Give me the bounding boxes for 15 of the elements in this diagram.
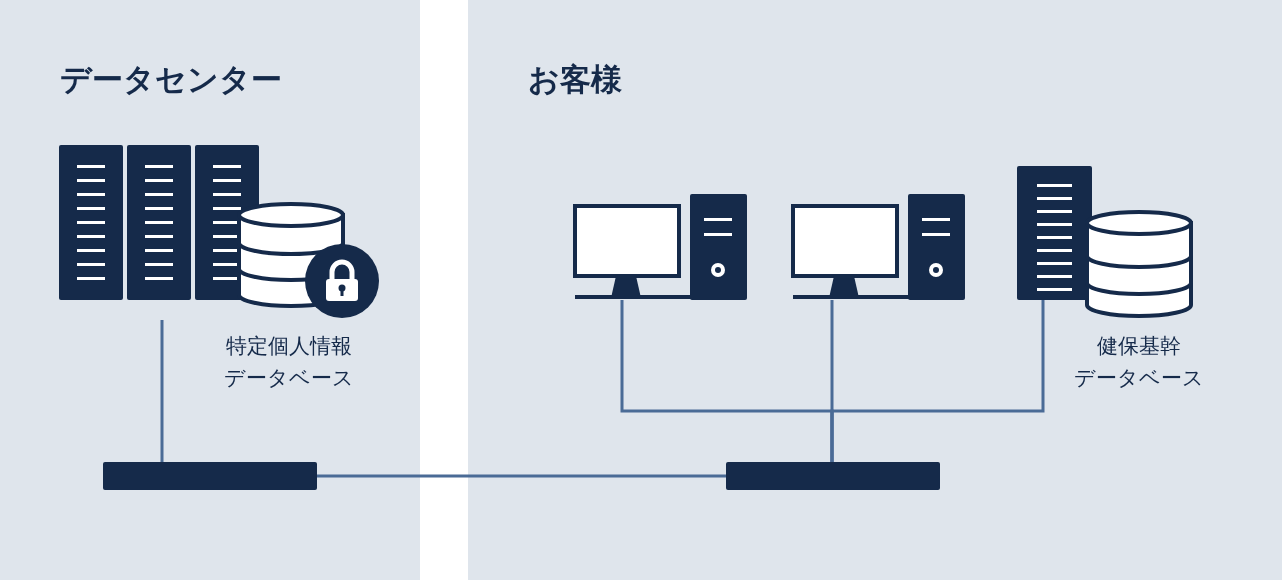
region-panel (468, 0, 1282, 580)
section-heading: データセンター (60, 60, 282, 99)
desktop-computer-drawing (573, 194, 748, 300)
desktop-computer-drawing (791, 194, 966, 300)
node-label: 健保基幹データベース (1073, 333, 1205, 392)
section-heading: お客様 (528, 60, 622, 99)
region-panel (0, 0, 420, 580)
server-database-drawing (1017, 166, 1195, 318)
node-label: 特定個人情報データベース (223, 333, 355, 392)
network-line (830, 300, 1045, 462)
network-switch (726, 462, 940, 490)
network-line (317, 474, 726, 478)
server-database-lock-drawing (59, 145, 381, 320)
network-switch (103, 462, 317, 490)
network-line (160, 320, 164, 462)
